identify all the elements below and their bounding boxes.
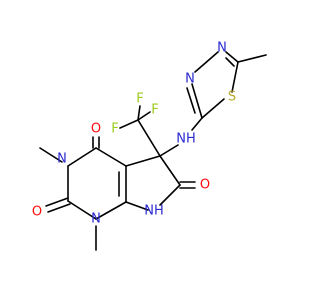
bond-n7-c7a <box>125 201 149 211</box>
bond-c2t-n3t <box>191 83 203 119</box>
bond-c4a-c4 <box>95 147 127 167</box>
atom-o2: O <box>32 205 42 220</box>
bond-c2-o2b <box>47 203 71 213</box>
atom-n4-thiadiazole: N <box>217 41 227 56</box>
bonds <box>39 51 267 251</box>
bond-n1-c7a <box>95 201 127 220</box>
bond-c2t-n3t-inner <box>186 87 196 114</box>
atom-s-thiadiazole: S <box>228 90 236 105</box>
bond-c5-c6 <box>159 155 181 186</box>
atom-f3: F <box>136 92 143 107</box>
bond-s-c2t <box>201 98 225 119</box>
atom-f1: F <box>111 122 118 137</box>
bond-c2-n1 <box>67 200 97 220</box>
bond-n4t-c5t-inner <box>225 57 235 67</box>
atom-o6: O <box>200 178 210 193</box>
bond-cf3-f3 <box>137 105 141 121</box>
bond-c4a-c5 <box>125 155 161 167</box>
atom-n7: NH <box>144 204 164 219</box>
molecule-structure-diagram: N N NH O O O F F F NH N N S <box>32 41 267 251</box>
bond-c6-n7 <box>159 184 181 206</box>
atom-n1: N <box>91 212 101 227</box>
bond-n3-methyl <box>39 147 63 163</box>
bond-n4t-c5t <box>225 51 239 63</box>
bond-nh-c2t <box>191 117 203 131</box>
bond-cf3-f1 <box>119 119 139 129</box>
bond-cf3-f2 <box>137 111 151 121</box>
atom-n3: N <box>57 152 67 167</box>
atom-o4: O <box>91 122 101 137</box>
bond-c5-nh <box>159 144 179 157</box>
atom-labels: N N NH O O O F F F NH N N S <box>32 41 236 227</box>
atom-f2: F <box>151 103 158 118</box>
bond-c5t-s <box>231 61 239 93</box>
bond-n3t-n4t <box>194 51 219 73</box>
bond-c5t-methyl <box>237 54 267 63</box>
atom-n3-thiadiazole: N <box>185 72 195 87</box>
bond-c2-o2a <box>45 197 69 207</box>
bond-c4-n3 <box>67 147 97 167</box>
atom-nh-linker: NH <box>176 132 196 147</box>
bond-c5-cf3 <box>137 119 161 157</box>
